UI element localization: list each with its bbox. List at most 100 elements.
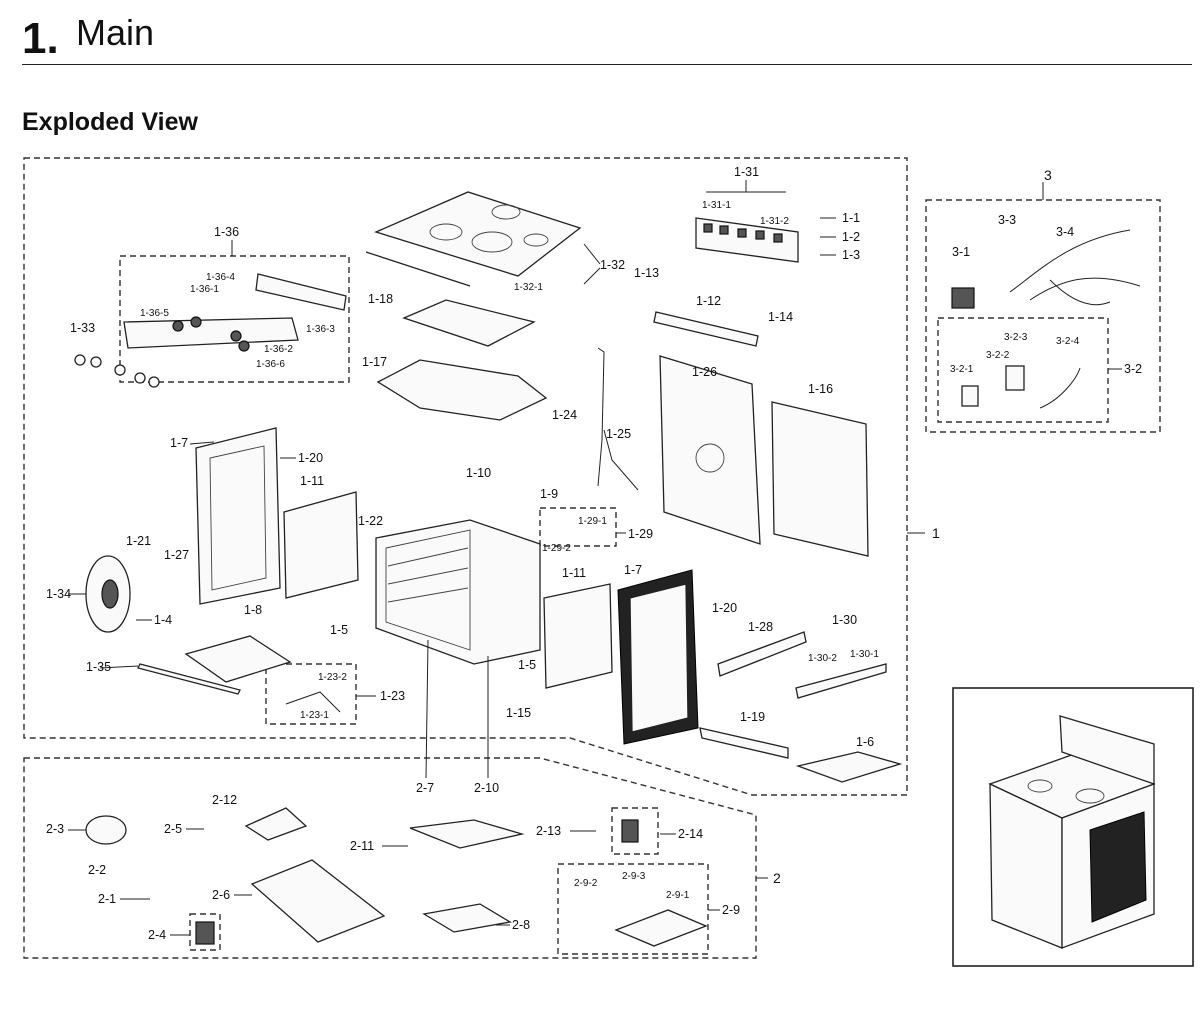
callout-2-2: 2-2 [88,863,106,877]
callout-1-6: 1-6 [856,735,874,749]
control-panel-part [123,273,347,352]
callout-1-33: 1-33 [70,321,95,335]
callout-3-2-4: 3-2-4 [1056,336,1080,347]
callout-1-12: 1-12 [696,294,721,308]
back-panel-part [659,355,761,545]
callout-1-29-1: 1-29-1 [578,516,607,527]
callout-2-1: 2-1 [98,892,116,906]
sensor-lead-part [1039,367,1081,409]
section-number: 1. [22,14,59,63]
callout-1-22: 1-22 [358,514,383,528]
burner-subassembly-boundary [557,863,709,955]
trim-part [717,631,807,677]
callout-1-5-left: 1-5 [330,623,348,637]
bottom-rail-part [137,663,241,695]
callout-1-23-1: 1-23-1 [300,710,329,721]
callout-1-11-bottom: 1-11 [562,566,586,580]
top-bracket-part [653,311,759,347]
rear-cover-part [771,401,869,557]
callout-1-36-1: 1-36-1 [190,284,219,295]
callout-3-2-1: 3-2-1 [950,364,974,375]
oven-cavity-part [375,519,541,665]
callout-1-36-2: 1-36-2 [264,344,293,355]
callout-1-10: 1-10 [466,466,491,480]
backguard-part [695,217,799,263]
callout-1-29-2: 1-29-2 [542,543,571,554]
title-divider [22,64,1192,65]
igniter-part [621,819,639,843]
group-label-3: 3 [1044,167,1052,183]
latch-subassembly-boundary [539,507,617,547]
callout-1-31-1: 1-31-1 [702,200,731,211]
callout-1-30: 1-30 [832,613,857,627]
callout-1-36-3: 1-36-3 [306,324,335,335]
callout-2-6: 2-6 [212,888,230,902]
callout-3-3: 3-3 [998,213,1016,227]
callout-2-14: 2-14 [678,827,703,841]
sensor-subassembly-boundary [937,317,1109,423]
deflector-part [422,903,512,933]
callout-1-1: 1-1 [842,211,860,225]
callout-1-36: 1-36 [214,225,239,239]
callout-1-25: 1-25 [606,427,631,441]
callout-2-9-1: 2-9-1 [666,890,690,901]
callout-3-1: 3-1 [952,245,970,259]
bake-element-part [85,815,127,845]
group-label-1: 1 [932,525,940,541]
wiring-assembly-boundary [925,199,1161,433]
terminal-block-part [195,921,215,945]
callout-2-8: 2-8 [512,918,530,932]
callout-1-23: 1-23 [380,689,405,703]
callout-1-16: 1-16 [808,382,833,396]
door-liner-right-part [543,583,613,689]
left-door-part [195,427,281,605]
callout-1-23-2: 1-23-2 [318,672,347,683]
callout-2-10: 2-10 [474,781,499,795]
callout-3-4: 3-4 [1056,225,1074,239]
door-liner-left-part [283,491,359,599]
drawer-shield-part [244,807,308,841]
callout-3-2: 3-2 [1124,362,1142,376]
terminal-subassembly-boundary [189,913,221,951]
section-title: Main [76,12,155,53]
broiler-pan-part [184,635,292,683]
callout-1-36-5: 1-36-5 [140,308,169,319]
callout-1-7-top: 1-7 [170,436,188,450]
callout-2-4: 2-4 [148,928,166,942]
relay-part [951,287,975,309]
hinge-part [285,691,341,713]
callout-1-36-6: 1-36-6 [256,359,285,370]
callout-1-9: 1-9 [540,487,558,501]
lower-assembly-boundary [23,757,757,959]
callout-1-24: 1-24 [552,408,577,422]
callout-1-13: 1-13 [634,266,659,280]
bottom-plate-part [795,751,903,783]
callout-1-27: 1-27 [164,548,189,562]
callout-2-12: 2-12 [212,793,237,807]
callout-1-31: 1-31 [734,165,759,179]
callout-1-35: 1-35 [86,660,111,674]
callout-1-28: 1-28 [748,620,773,634]
group-label-2: 2 [773,870,781,886]
callout-1-20-bottom: 1-20 [712,601,737,615]
callout-1-29: 1-29 [628,527,653,541]
callout-1-19: 1-19 [740,710,765,724]
callout-1-32: 1-32 [600,258,625,272]
convection-fan-part [85,555,131,633]
callout-3-2-2: 3-2-2 [986,350,1010,361]
sensor-part [1005,365,1025,391]
igniter-subassembly-boundary [611,807,659,855]
main-assembly-boundary [23,157,908,796]
callout-2-9-3: 2-9-3 [622,871,646,882]
burner-cover-part [250,859,386,943]
callout-1-18: 1-18 [368,292,393,306]
callout-1-17: 1-17 [362,355,387,369]
callout-1-7-bottom: 1-7 [624,563,642,577]
callout-1-5-right: 1-5 [518,658,536,672]
callout-1-3: 1-3 [842,248,860,262]
callout-2-13: 2-13 [536,824,561,838]
callout-3-2-3: 3-2-3 [1004,332,1028,343]
callout-2-9: 2-9 [722,903,740,917]
gas-tube-part [597,347,605,487]
callout-1-21: 1-21 [126,534,151,548]
